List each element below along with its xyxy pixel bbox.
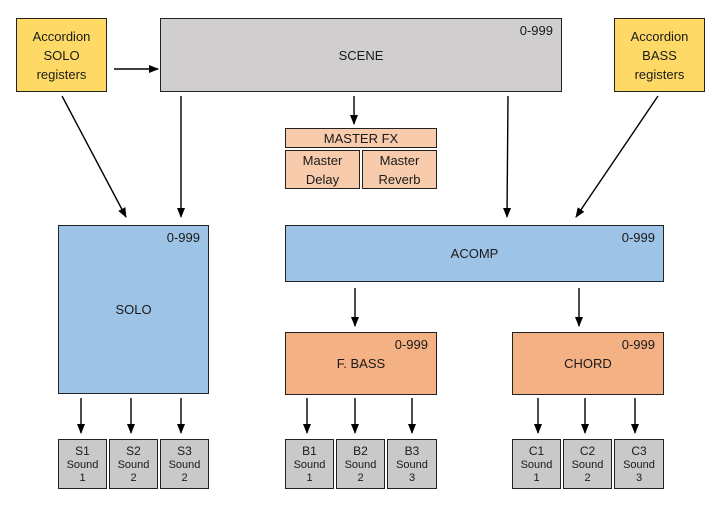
master-fx-label: MASTER FX: [323, 130, 399, 146]
master-fx-header: MASTER FX: [285, 128, 437, 148]
sound-name: Sound: [520, 458, 553, 471]
fbass-label: F. BASS: [336, 356, 386, 371]
sound-id: C2: [579, 443, 596, 458]
sound-box-s2: S2 Sound 2: [109, 439, 158, 489]
arrow-bass-registers-to-acomp: [575, 95, 659, 218]
sound-number: 2: [130, 471, 137, 484]
acomp-range: 0-999: [621, 230, 655, 245]
sound-number: 3: [408, 471, 416, 484]
sound-number: 3: [635, 471, 643, 484]
chord-box: 0-999 CHORD: [512, 332, 664, 395]
sound-id: S1: [75, 443, 90, 458]
sound-number: 2: [584, 471, 591, 484]
master-reverb-box: Master Reverb: [362, 150, 437, 189]
sound-box-b2: B2 Sound 2: [336, 439, 385, 489]
sound-box-s3: S3 Sound 2: [160, 439, 209, 489]
scene-label: SCENE: [338, 47, 384, 63]
sound-name: Sound: [623, 458, 655, 471]
scene-range: 0-999: [519, 23, 553, 38]
sound-name: Sound: [117, 458, 150, 471]
sound-box-c2: C2 Sound 2: [563, 439, 612, 489]
arrow-scene-to-acomp: [503, 95, 512, 218]
sound-number: 1: [79, 471, 86, 484]
sound-id: B2: [353, 443, 368, 458]
sound-number: 2: [181, 471, 188, 484]
acomp-box: 0-999 ACOMP: [285, 225, 664, 282]
accordion-solo-registers-box: Accordion SOLO registers: [16, 18, 107, 92]
chord-range: 0-999: [621, 337, 655, 352]
arrow-solo-registers-to-solo: [61, 95, 127, 218]
accordion-bass-registers-box: Accordion BASS registers: [614, 18, 705, 92]
solo-range: 0-999: [166, 230, 200, 245]
sound-id: B1: [302, 443, 317, 458]
solo-label: SOLO: [115, 302, 152, 317]
sound-id: S2: [126, 443, 141, 458]
sound-name: Sound: [571, 458, 604, 471]
scene-box: 0-999 SCENE: [160, 18, 562, 92]
sound-id: C3: [631, 443, 647, 458]
master-reverb-label: Master Reverb: [378, 152, 421, 187]
sound-id: C1: [528, 443, 545, 458]
sound-number: 2: [357, 471, 364, 484]
sound-number: 1: [306, 471, 313, 484]
sound-name: Sound: [168, 458, 201, 471]
sound-box-c1: C1 Sound 1: [512, 439, 561, 489]
sound-number: 1: [533, 471, 540, 484]
chord-label: CHORD: [564, 356, 612, 371]
sound-box-s1: S1 Sound 1: [58, 439, 107, 489]
sound-name: Sound: [344, 458, 377, 471]
master-delay-box: Master Delay: [285, 150, 360, 189]
acomp-label: ACOMP: [450, 246, 499, 261]
sound-box-b3: B3 Sound 3: [387, 439, 437, 489]
accordion-bass-registers-label: Accordion BASS registers: [630, 28, 689, 82]
sound-name: Sound: [293, 458, 326, 471]
fbass-range: 0-999: [394, 337, 428, 352]
sound-id: S3: [177, 443, 192, 458]
fbass-box: 0-999 F. BASS: [285, 332, 437, 395]
sound-box-c3: C3 Sound 3: [614, 439, 664, 489]
solo-box: 0-999 SOLO: [58, 225, 209, 394]
master-delay-label: Master Delay: [302, 152, 343, 187]
sound-name: Sound: [396, 458, 428, 471]
accordion-solo-registers-label: Accordion SOLO registers: [32, 28, 91, 82]
sound-id: B3: [404, 443, 420, 458]
sound-box-b1: B1 Sound 1: [285, 439, 334, 489]
sound-name: Sound: [66, 458, 99, 471]
